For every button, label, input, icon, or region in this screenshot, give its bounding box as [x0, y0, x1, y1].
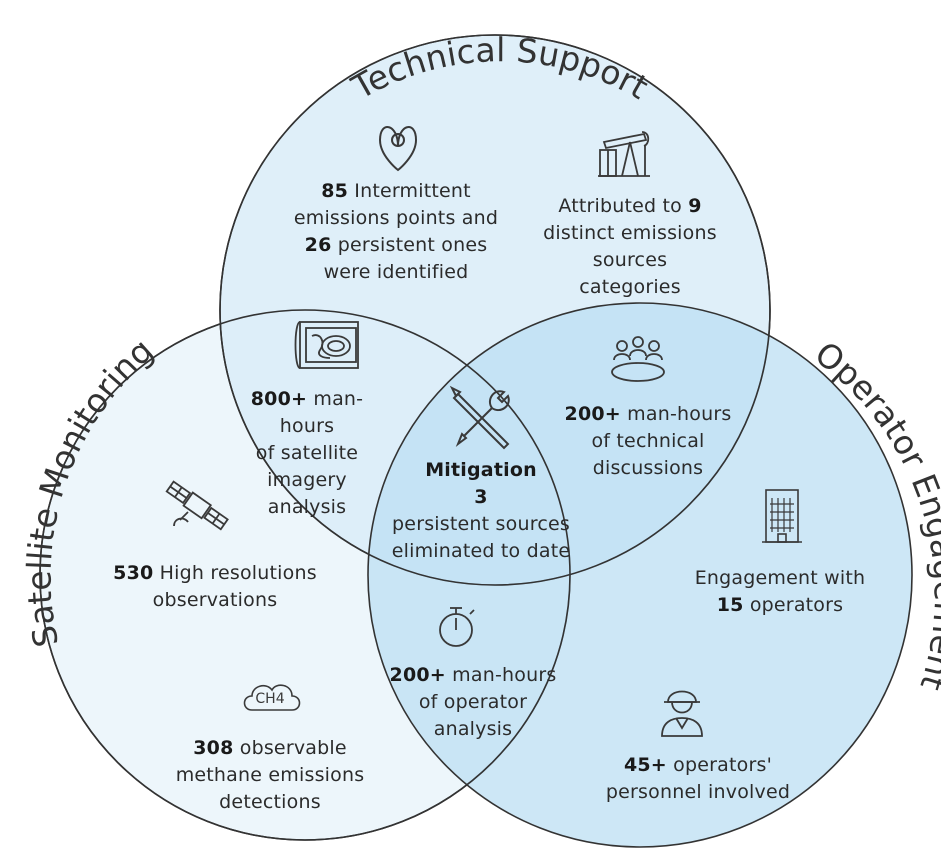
mitigation-text: Mitigation 3 persistent sources eliminat…	[391, 459, 571, 562]
stopwatch-icon	[439, 607, 475, 647]
operator-analysis-text: 200+ man-hours of operator analysis	[389, 664, 557, 740]
cloud-ch4-icon	[243, 684, 301, 711]
worker-icon	[661, 690, 703, 737]
observations-text: 530 High resolutions observations	[113, 562, 317, 611]
methane-detections-text: 308 observable methane emissions detecti…	[175, 737, 365, 813]
emission-sources-text: Attributed to 9 distinct emissions sourc…	[543, 195, 717, 298]
technical-discussions-text: 200+ man-hours of technical discussions	[564, 403, 732, 479]
office-building-icon	[762, 489, 802, 543]
satellite-icon	[165, 480, 229, 531]
oil-pump-icon	[598, 131, 650, 177]
operator-engagement-text: Engagement with 15 operators	[694, 567, 866, 616]
ch4-badge: CH4	[255, 691, 284, 707]
topographic-map-icon	[294, 321, 359, 369]
imagery-analysis-text: 800+ man-hours of satellite imagery anal…	[250, 388, 364, 518]
personnel-involved-text: 45+ operators' personnel involved	[605, 754, 791, 803]
location-pin-icon	[378, 126, 418, 172]
tools-icon	[449, 385, 510, 450]
meeting-table-icon	[611, 336, 665, 382]
intermittent-emissions-text: 85 Intermittent emissions points and 26 …	[293, 180, 499, 283]
